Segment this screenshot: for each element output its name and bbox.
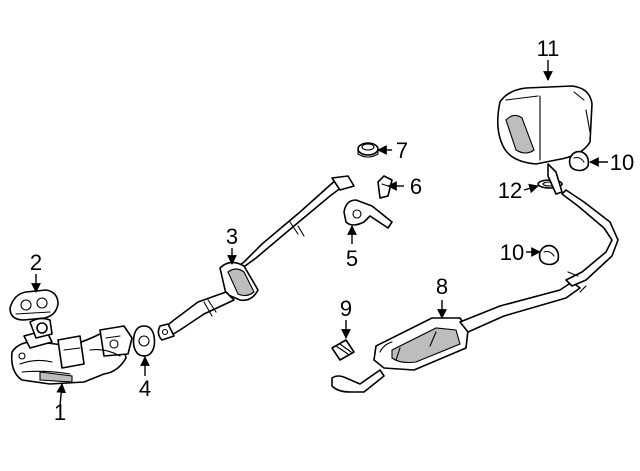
- front-pipe-catalytic-converter: [157, 175, 355, 341]
- callout-11: 11: [537, 36, 560, 61]
- callout-7: 7: [396, 138, 408, 163]
- callout-3: 3: [226, 224, 238, 249]
- flange-gasket: [132, 325, 156, 357]
- callout-1: 1: [54, 400, 66, 425]
- leader-lines: [31, 60, 608, 407]
- center-pipe-resonator: [331, 189, 619, 393]
- rubber-insulator-upper: [568, 150, 590, 172]
- callout-6: 6: [410, 174, 422, 199]
- callout-4: 4: [139, 376, 151, 401]
- callout-12: 12: [498, 178, 522, 203]
- callout-8: 8: [436, 274, 448, 299]
- ring-gasket-7: [357, 142, 379, 158]
- callout-5: 5: [346, 246, 358, 271]
- callout-9: 9: [340, 296, 352, 321]
- muffler: [496, 85, 593, 195]
- hanger-clip: [377, 175, 393, 199]
- exhaust-manifold: [10, 317, 133, 385]
- callout-10-lower: 10: [500, 240, 524, 265]
- hanger-bracket: [343, 199, 393, 229]
- callout-2: 2: [30, 250, 42, 275]
- hanger-rubber: [331, 339, 355, 361]
- rubber-insulator-lower: [538, 244, 560, 266]
- manifold-gasket: [9, 289, 59, 321]
- callout-10-upper: 10: [610, 150, 634, 175]
